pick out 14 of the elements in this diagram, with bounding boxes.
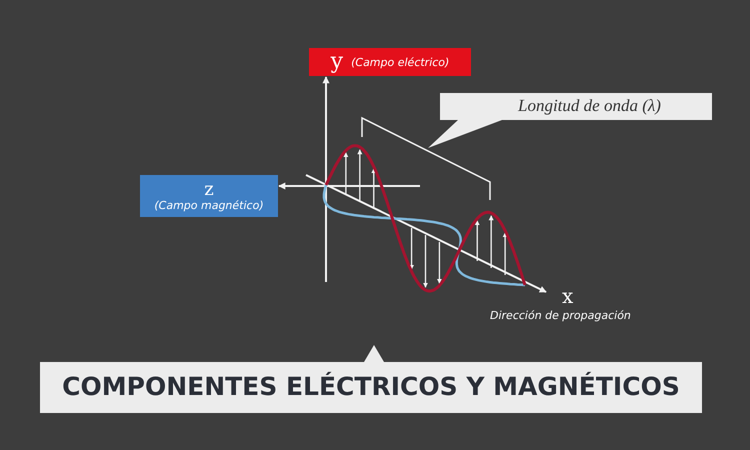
axis-label-box bbox=[309, 48, 471, 76]
axis-letter: y bbox=[330, 49, 344, 75]
axis-caption: (Campo eléctrico) bbox=[351, 56, 450, 68]
callout-pointer bbox=[428, 120, 502, 148]
callout-text: Longitud de onda (λ) bbox=[518, 95, 661, 117]
electromagnetic-wave-drawing bbox=[306, 116, 547, 293]
axis-label-box bbox=[140, 175, 278, 217]
axis-caption: (Campo magnético) bbox=[154, 198, 264, 212]
axis-caption: Dirección de propagación bbox=[490, 309, 631, 322]
title: COMPONENTES ELÉCTRICOS Y MAGNÉTICOS bbox=[61, 371, 681, 403]
y-axis-arrow bbox=[322, 76, 330, 282]
z-axis-arrow bbox=[278, 182, 420, 190]
x-axis-label: x bbox=[562, 284, 574, 308]
axis-letter: z bbox=[204, 180, 214, 198]
